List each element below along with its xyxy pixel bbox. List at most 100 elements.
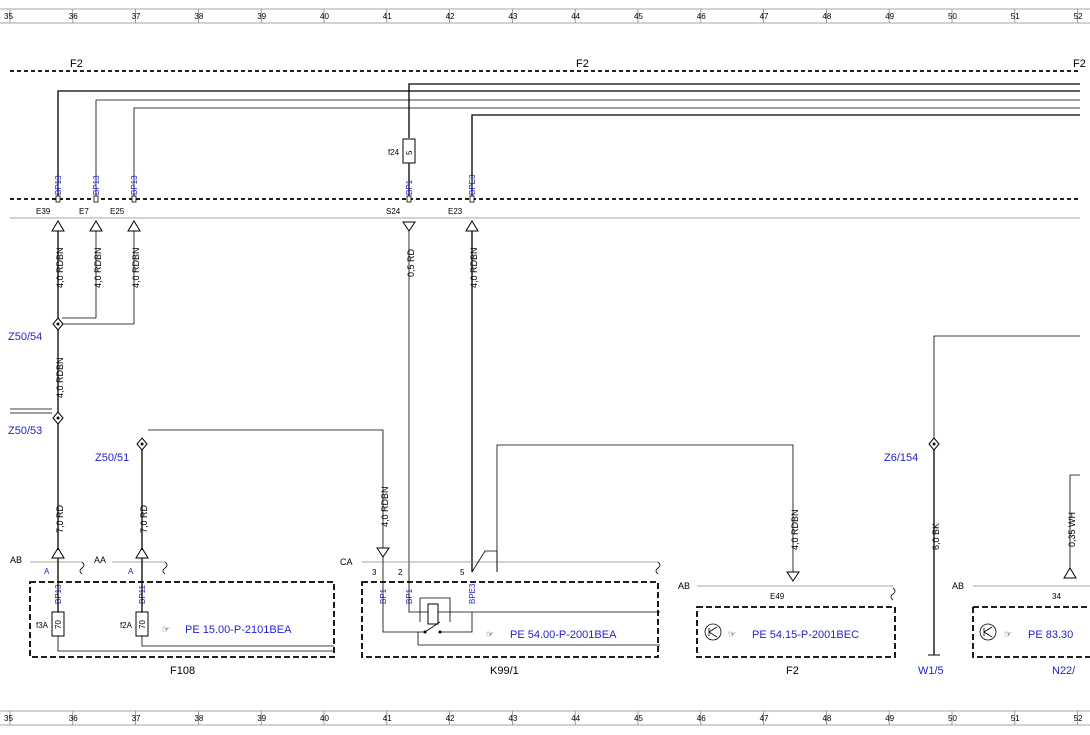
conn-ab: AB — [678, 581, 690, 591]
wire-label: 4,0 RDBN — [380, 486, 390, 527]
top-ruler-number: 35 — [4, 12, 13, 21]
pin-bp13-e7: BP13 E7 — [79, 175, 101, 216]
component-label-k99-1: K99/1 — [490, 665, 519, 677]
ref-link-pe-54-00[interactable]: PE 54.00-P-2001BEA — [510, 629, 617, 641]
bus-wires — [57, 83, 1080, 198]
fuse-box-label-center: F2 — [576, 58, 589, 70]
pin-a: A — [128, 567, 134, 576]
conn-aa: AA — [94, 555, 106, 565]
pin-name: BPE3 — [468, 174, 477, 195]
component-k99-1: CA 3 2 5 BP1 BP1 BPE3 ☞ PE 54.00-P-2001B… — [340, 550, 661, 677]
top-ruler-number: 52 — [1074, 12, 1083, 21]
component-n22: AB 34 ☞ PE 83.30 N22/ — [952, 581, 1090, 677]
top-ruler-number: 46 — [697, 12, 706, 21]
component-label-n22[interactable]: N22/ — [1052, 665, 1076, 677]
bottom-ruler-number: 42 — [446, 714, 455, 723]
pin-bp1-s24: BP1 S24 — [386, 179, 414, 216]
fuse-f2a: f2A — [120, 621, 133, 630]
fuse-box-label-left: F2 — [70, 58, 83, 70]
splice-z6-154[interactable]: Z6/154 — [884, 452, 918, 464]
component-label-f108: F108 — [170, 665, 195, 677]
fuse-box-label-right: F2 — [1073, 58, 1086, 70]
pin-name: BP1 — [405, 179, 414, 195]
pin-bp1b: BP1 — [405, 588, 414, 604]
hand-pointer-icon: ☞ — [162, 624, 170, 634]
top-ruler-number: 43 — [508, 12, 517, 21]
wire-label: 7,0 RD — [139, 504, 149, 533]
wire-label: 4,0 RDBN — [469, 247, 479, 288]
fuse-f24-name: f24 — [388, 148, 400, 157]
top-ruler-number: 45 — [634, 12, 643, 21]
ref-link-pe-54-15[interactable]: PE 54.15-P-2001BEC — [752, 629, 859, 641]
bottom-ruler-number: 39 — [257, 714, 266, 723]
pin-bp13-e39: BP13 E39 — [36, 175, 63, 216]
conn-ab: AB — [952, 581, 964, 591]
bottom-ruler-number: 46 — [697, 714, 706, 723]
bottom-ruler-number: 49 — [885, 714, 894, 723]
wire-label: 4,0 RDBN — [93, 247, 103, 288]
top-ruler-number: 38 — [194, 12, 203, 21]
wire-label: 0,5 RD — [406, 248, 416, 277]
splice-z50-51[interactable]: Z50/51 — [95, 452, 129, 464]
bottom-ruler-number: 38 — [194, 714, 203, 723]
top-ruler-number: 40 — [320, 12, 329, 21]
component-label-f2: F2 — [786, 665, 799, 677]
bottom-ruler-number: 41 — [383, 714, 392, 723]
wire-label: 4,0 RDBN — [790, 509, 800, 550]
pin-stubs — [55, 195, 475, 203]
bottom-ruler-number: 43 — [508, 714, 517, 723]
pin-bpe3: BPE3 — [468, 583, 477, 604]
pin-name: BP13 — [54, 175, 63, 195]
ground-w1-5[interactable]: W1/5 — [918, 665, 944, 677]
component-f2-ecu: AB E49 ☞ PE 54.15-P-2001BEC F2 — [678, 581, 896, 677]
bottom-ruler-number: 52 — [1074, 714, 1083, 723]
pin-connector: E25 — [110, 207, 125, 216]
pin-bp13-e25: BP13 E25 — [110, 175, 139, 216]
pin-connector: E39 — [36, 207, 51, 216]
top-ruler-number: 48 — [822, 12, 831, 21]
bottom-ruler-number: 50 — [948, 714, 957, 723]
top-ruler-number: 37 — [132, 12, 141, 21]
ref-link-pe-83-30[interactable]: PE 83.30 — [1028, 629, 1073, 641]
fuse-f3a-value: 70 — [54, 620, 63, 629]
bottom-ruler-number: 45 — [634, 714, 643, 723]
connector-arrows — [51, 220, 479, 232]
pin-bp1: BP1 — [379, 588, 388, 604]
pin-bpe3-e23: BPE3 E23 — [448, 174, 477, 216]
pin-connector: S24 — [386, 207, 401, 216]
bottom-ruler-number: 48 — [822, 714, 831, 723]
hand-pointer-icon: ☞ — [486, 629, 494, 639]
splice-z50-53[interactable]: Z50/53 — [8, 425, 42, 437]
top-ruler-number: 47 — [760, 12, 769, 21]
hand-pointer-icon: ☞ — [1004, 629, 1012, 639]
top-ruler-number: 44 — [571, 12, 580, 21]
lower-arrows — [51, 547, 1077, 656]
pin-2: 2 — [398, 568, 403, 577]
top-ruler-number: 41 — [383, 12, 392, 21]
bottom-ruler-number: 47 — [760, 714, 769, 723]
splice-z50-54[interactable]: Z50/54 — [8, 331, 42, 343]
wire-label: 6,0 BK — [931, 523, 941, 550]
top-ruler-number: 50 — [948, 12, 957, 21]
wire-label: 0,35 WH — [1067, 512, 1077, 547]
bottom-ruler-number: 35 — [4, 714, 13, 723]
top-ruler-number: 42 — [446, 12, 455, 21]
bottom-ruler-number: 40 — [320, 714, 329, 723]
conn-ab: AB — [10, 555, 22, 565]
ref-link-pe-15[interactable]: PE 15.00-P-2101BEA — [185, 624, 292, 636]
component-f108: AB AA A A BP13 BP11 f3A 70 f2A 70 ☞ PE 1… — [10, 555, 335, 677]
pin-e49: E49 — [770, 592, 785, 601]
pin-a: A — [44, 567, 50, 576]
pin-name: BP13 — [92, 175, 101, 195]
fuse-f24: f24 5 — [388, 138, 416, 198]
lower-wires — [10, 231, 1080, 655]
pin-name: BP13 — [130, 175, 139, 195]
bottom-ruler-number: 44 — [571, 714, 580, 723]
fuse-f24-value: 5 — [405, 150, 414, 155]
bottom-ruler-number: 37 — [132, 714, 141, 723]
wire-label: 4,0 RDBN — [55, 247, 65, 288]
fuse-f3a: f3A — [36, 621, 49, 630]
